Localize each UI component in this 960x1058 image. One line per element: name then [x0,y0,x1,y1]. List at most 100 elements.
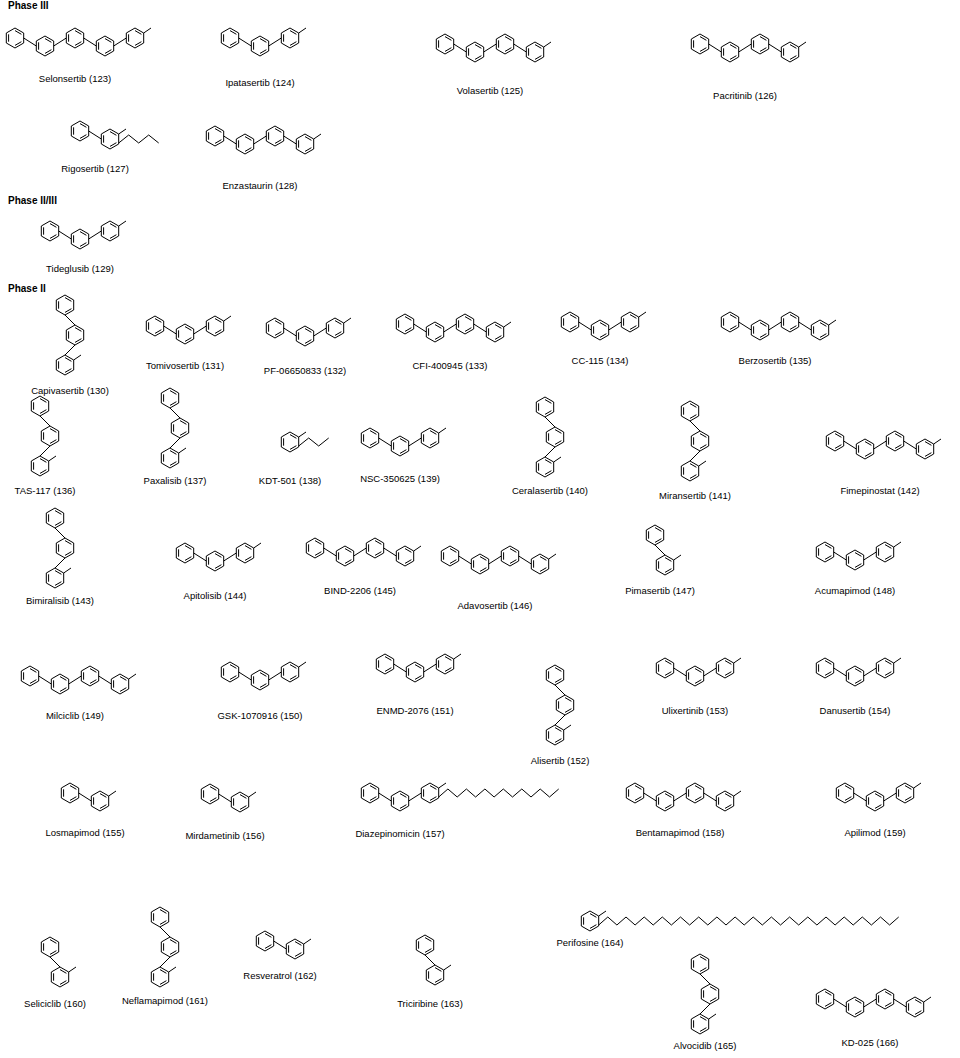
double-bond [683,467,684,474]
double-bond [370,786,376,790]
structure-sketch [656,658,741,686]
double-bond [885,992,891,996]
double-bond [70,797,76,801]
ring [266,318,283,338]
ring [206,126,223,146]
compound-name: Neflamapimod (161) [122,995,208,1006]
bond [834,999,847,1007]
double-bond [753,40,754,47]
ring [816,542,833,562]
double-bond [700,48,706,52]
double-bond [283,34,284,41]
ring [441,546,458,566]
bond [55,558,65,568]
double-bond [230,42,236,46]
double-bond [445,48,451,52]
double-bond [628,789,629,796]
double-bond [90,680,96,684]
structure-sketch [41,221,126,249]
double-bond [545,400,551,404]
double-bond [223,34,224,41]
ring [716,791,733,811]
double-bond [260,673,266,677]
bond [129,674,136,679]
structure-sketch [146,316,231,344]
double-bond [73,235,74,242]
bond [89,131,102,139]
double-bond [590,914,596,918]
double-bond [215,330,221,334]
double-bond [290,435,296,439]
double-bond [555,668,561,672]
compound-name: Tideglusib (129) [46,263,114,274]
double-bond [538,403,539,410]
ring [591,320,608,340]
double-bond [480,557,486,561]
double-bond [845,786,851,790]
double-bond [623,318,624,325]
bond [299,662,306,667]
double-bond [435,979,441,983]
bond [934,439,941,444]
double-bond [465,328,471,332]
double-bond [725,672,731,676]
double-bond [185,546,191,550]
double-bond [170,451,176,455]
ring [66,28,83,48]
compound-name: Adavosertib (146) [458,600,533,611]
compound-name: Pimasertib (147) [625,585,695,596]
compound-name: Volasertib (125) [457,85,524,96]
double-bond [363,434,364,441]
double-bond [885,556,891,560]
double-bond [635,797,641,801]
bond [414,324,427,332]
ring [686,666,703,686]
bond [74,355,81,360]
ring [686,783,703,803]
phase-heading: Phase II/III [8,195,57,206]
structure-sketch [361,428,446,456]
bond [109,791,116,796]
ring [231,792,248,812]
double-bond [918,445,919,452]
double-bond [725,794,731,798]
bond [79,793,92,801]
double-bond [855,669,861,673]
double-bond [50,429,56,433]
ring [266,126,283,146]
double-bond [40,410,46,414]
bond [50,957,60,967]
ring [896,783,913,803]
bond [239,38,252,46]
structure-sketch [201,784,256,812]
ring [21,666,38,686]
double-bond [68,331,69,338]
ring [536,457,553,477]
ring [421,428,438,448]
double-bond [885,672,891,676]
double-bond [825,672,831,676]
double-bond [60,677,66,681]
double-bond [790,56,796,60]
bond [655,545,665,555]
double-bond [48,574,49,581]
double-bond [835,445,841,449]
compound-name: Seliciclib (160) [24,998,86,1009]
structure-sketch [441,546,556,574]
double-bond [458,320,459,327]
double-bond [428,971,429,978]
double-bond [825,556,831,560]
double-bond [703,990,704,997]
double-bond [103,227,104,234]
ring [916,439,933,459]
ring [51,674,68,694]
ring [236,543,253,563]
ring [221,28,238,48]
compound-name: Mirdametinib (156) [185,830,264,841]
ring [201,784,218,804]
double-bond [65,541,71,545]
double-bond [828,437,829,444]
double-bond [430,442,436,446]
double-bond [298,332,299,339]
ring [816,989,833,1009]
